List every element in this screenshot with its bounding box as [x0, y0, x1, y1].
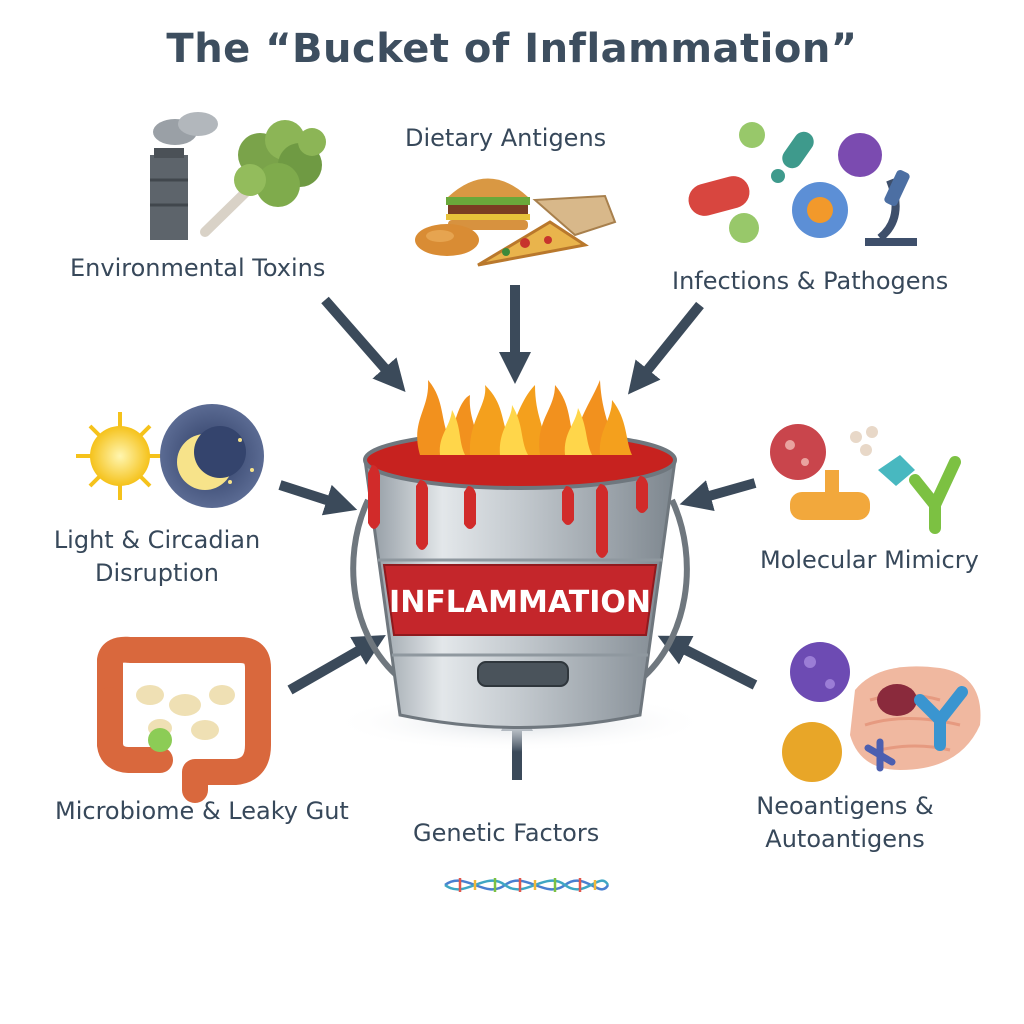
tree-icon	[200, 120, 326, 237]
inflammation-bucket: INFLAMMATION	[330, 380, 710, 752]
label-infections-pathogens: Infections & Pathogens	[672, 267, 949, 295]
bucket-grip	[477, 661, 569, 687]
diagram-title: The “Bucket of Inflammation”	[166, 26, 858, 72]
arrow-light	[278, 480, 358, 516]
virus-icon	[790, 642, 850, 702]
chicken-icon	[415, 224, 479, 256]
infections-icons	[688, 122, 917, 246]
moon-icon	[160, 404, 264, 508]
arrow-microbiome	[287, 635, 386, 695]
sun-icon	[76, 412, 164, 500]
label-environmental-toxins: Environmental Toxins	[70, 254, 326, 282]
arrow-neoantigens	[657, 635, 758, 690]
molecule-icon	[790, 470, 870, 520]
bucket-handle	[350, 498, 404, 683]
intestine-icon	[97, 636, 271, 803]
label-genetic-factors: Genetic Factors	[413, 819, 600, 847]
label-microbiome-leaky-gut: Microbiome & Leaky Gut	[55, 797, 349, 825]
factory-icon	[150, 112, 218, 240]
label-neoantigens-autoantigens: Neoantigens & Autoantigens	[756, 792, 934, 853]
antibody-icon	[909, 456, 961, 534]
burger-icon	[446, 178, 530, 230]
arrows	[278, 285, 758, 780]
arrow-mimicry	[679, 478, 757, 512]
bacteria-icon	[688, 176, 750, 216]
tissue-icon	[850, 666, 981, 770]
arrow-infections	[627, 301, 704, 395]
label-molecular-mimicry: Molecular Mimicry	[760, 546, 979, 574]
microscope-icon	[865, 170, 917, 246]
bucket-band	[382, 564, 658, 636]
antibody-icon	[914, 686, 968, 751]
virus-icon	[770, 424, 826, 480]
pizza-icon	[477, 194, 617, 267]
mimicry-icons	[770, 424, 961, 534]
label-light-circadian: Light & Circadian Disruption	[53, 526, 261, 587]
arrow-environmental	[321, 296, 406, 393]
liquid-drips	[368, 465, 648, 558]
flames	[417, 380, 632, 455]
bucket-label: INFLAMMATION	[389, 585, 651, 620]
virus-icon	[729, 122, 882, 243]
dna-icon	[444, 878, 610, 892]
neoantigen-icons	[782, 642, 981, 782]
label-dietary-antigens: Dietary Antigens	[405, 124, 607, 152]
